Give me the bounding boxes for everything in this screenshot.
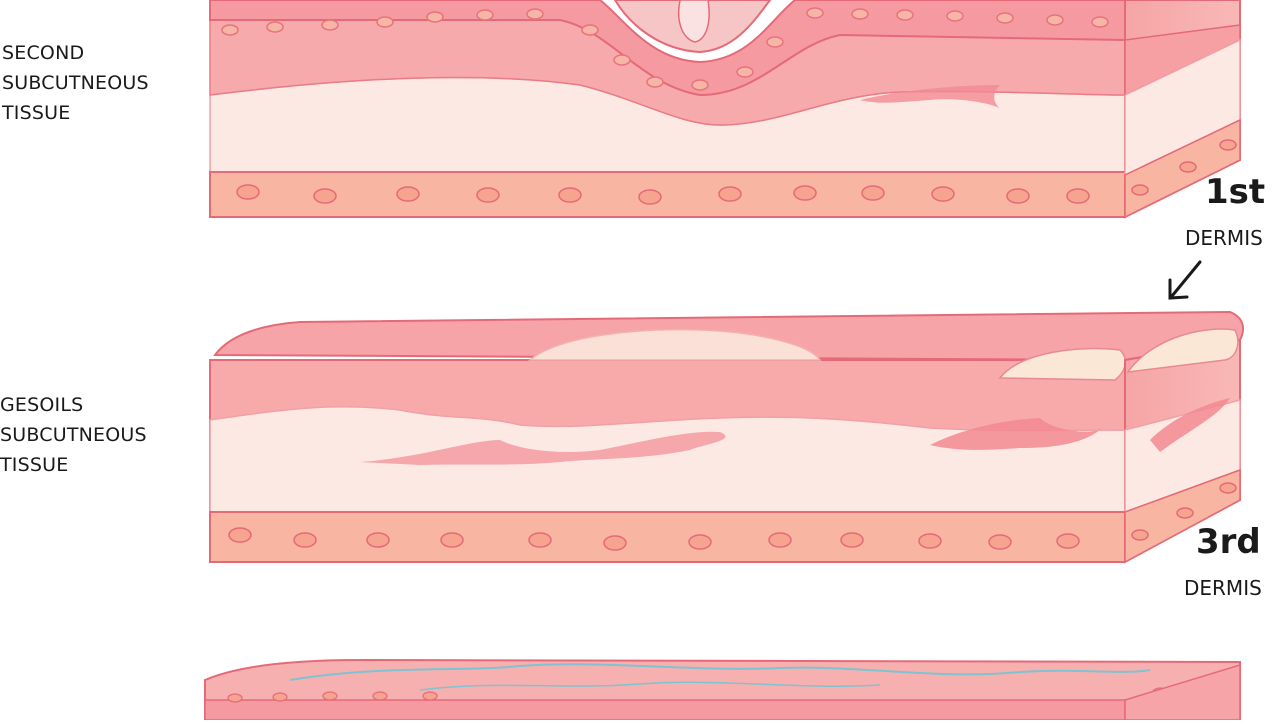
label-line-1: GESOILS: [0, 394, 84, 416]
skin-block-bottom: [204, 658, 1241, 721]
label-line-2: SUBCUTNEOUS: [0, 424, 147, 446]
label-line-3: TISSUE: [2, 102, 71, 124]
third-dermis-label: DERMIS: [1184, 576, 1262, 600]
arrow-pointer-icon: [1168, 260, 1202, 300]
mid-left-label: GESOILS SUBCUTNEOUS TISSUE: [0, 390, 147, 480]
skin-block-top: [209, 0, 1241, 219]
label-line-2: SUBCUTNEOUS: [2, 72, 149, 94]
label-line-1: SECOND: [2, 42, 85, 64]
epidermis-layer: [209, 0, 1126, 97]
first-dermis-label: DERMIS: [1185, 226, 1263, 250]
fat-layer: [209, 511, 1126, 563]
fat-layer: [209, 171, 1126, 218]
third-degree-label: 3rd: [1196, 522, 1261, 562]
top-left-label: SECOND SUBCUTNEOUS TISSUE: [2, 38, 149, 128]
first-degree-label: 1st: [1205, 172, 1266, 212]
skin-block-middle: [209, 310, 1244, 564]
label-line-3: TISSUE: [0, 454, 69, 476]
